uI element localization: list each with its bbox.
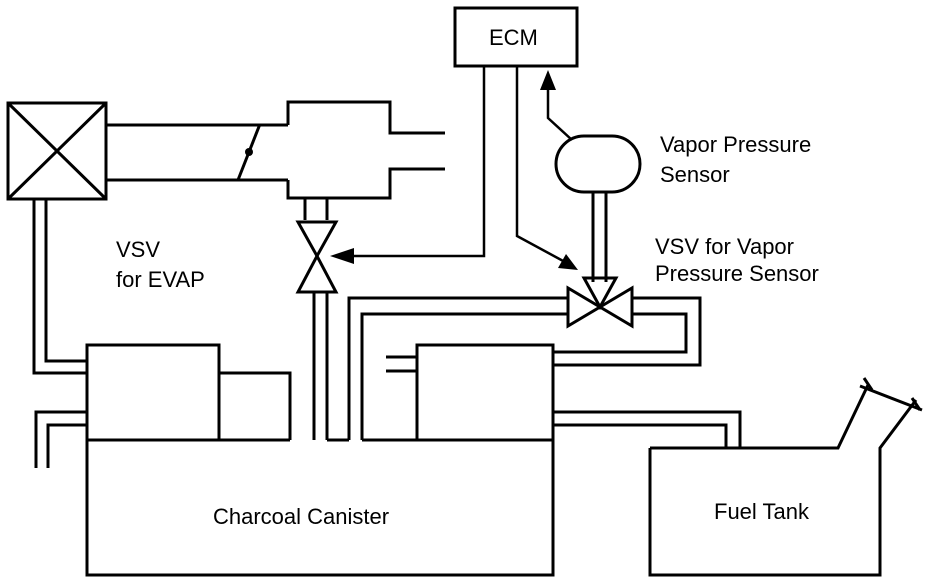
canister-to-tank-pipe — [553, 410, 742, 448]
vsv-vapor-label-2: Pressure Sensor — [655, 261, 819, 286]
vsv-vapor-pipes — [347, 296, 702, 440]
vsv-vapor-valve — [566, 276, 634, 329]
air-cleaner-hose — [32, 199, 87, 375]
charcoal-canister — [85, 343, 555, 577]
vsv-evap-label-1: VSV — [116, 237, 160, 262]
sensor-stem — [591, 192, 608, 282]
vapor-pressure-sensor — [554, 134, 642, 194]
purge-line — [303, 198, 329, 440]
vapor-pressure-sensor-label-1: Vapor Pressure — [660, 132, 811, 157]
canister-vent-pipe — [34, 410, 87, 468]
vsv-evap-valve — [295, 220, 339, 294]
air-cleaner — [6, 101, 108, 201]
intake-duct — [106, 100, 445, 200]
sensor-signal-to-ecm — [540, 70, 573, 141]
fuel-tank — [648, 377, 923, 577]
ecm-signal-evap — [330, 66, 486, 264]
canister-stub-pipe — [386, 355, 417, 373]
charcoal-canister-label: Charcoal Canister — [213, 504, 389, 529]
vapor-pressure-sensor-label-2: Sensor — [660, 162, 730, 187]
vsv-evap-label-2: for EVAP — [116, 267, 205, 292]
fuel-tank-label: Fuel Tank — [714, 499, 810, 524]
vsv-vapor-label-1: VSV for Vapor — [655, 234, 794, 259]
throttle-valve — [236, 123, 262, 181]
ecm-signal-vapor-vsv — [515, 66, 578, 270]
ecm-label: ECM — [489, 25, 538, 50]
